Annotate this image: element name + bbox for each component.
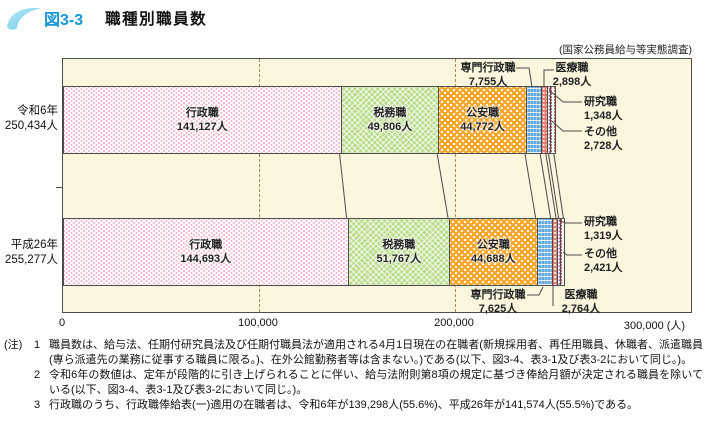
bar0-segment-gyoseishoku: 行政職 141,127人 <box>64 87 341 153</box>
x-tick-0: 0 <box>58 317 66 329</box>
note-number: 2 <box>34 369 41 381</box>
bar0-segment-zeimushoku: 税務職 49,806人 <box>340 87 439 153</box>
segment-value-label: 44,772人 <box>460 121 505 133</box>
bar1-segment-zeimushoku: 税務職 51,767人 <box>347 219 450 285</box>
note-number: 3 <box>34 399 41 411</box>
segment-connector-line <box>545 153 557 219</box>
callout-bar0-sonota: その他 2,728人 <box>584 125 656 153</box>
callout-bar0-kenkyushoku: 研究職 1,348人 <box>584 95 656 123</box>
x-tick-200000: 200,000 <box>434 317 474 329</box>
source-note: (国家公務員給与等実態調査) <box>559 44 692 56</box>
callout-leader-line <box>551 120 582 132</box>
callout-value-label: 2,898人 <box>552 76 592 88</box>
bar1-segment-gyoseishoku: 行政職 144,693人 <box>64 219 348 285</box>
callout-bar0-senmon-gyoseishoku: 専門行政職 7,755人 <box>452 61 524 89</box>
bar0-segment-iryoshoku <box>541 87 547 153</box>
callout-bar1-iryoshoku: 医療職 2,764人 <box>550 288 612 316</box>
footnotes: (注) 1 職員数は、給与法、任期付研究員法及び任期付職員法が適用される4月1日… <box>4 338 703 413</box>
note-number: 1 <box>34 339 41 351</box>
segment-connector-line <box>436 153 449 219</box>
bar1-segment-koanshoku: 公安職 44,688人 <box>449 219 537 285</box>
bar1-segment-kenkyushoku <box>557 219 560 285</box>
callout-name-label: その他 <box>584 248 617 260</box>
callout-value-label: 2,728人 <box>584 140 623 152</box>
bar0-segment-sonota <box>549 87 555 153</box>
segment-name-label: 公安職 <box>466 107 500 119</box>
segment-name-label: 行政職 <box>189 239 223 251</box>
callout-bar1-sonota: その他 2,421人 <box>584 247 656 275</box>
callout-value-label: 7,625人 <box>478 303 518 315</box>
y-label-reiwa6-total: 250,434人 <box>4 120 58 132</box>
x-tick-100000: 100,000 <box>238 317 278 329</box>
note-item: (注) 1 職員数は、給与法、任期付研究員法及び任期付職員法が適用される4月1日… <box>4 338 703 368</box>
note-text: 令和6年の数値は、定年が段階的に引き上げられることに伴い、給与法附則第8項の規定… <box>49 369 703 396</box>
x-axis-unit: (人) <box>666 320 686 332</box>
segment-connector-line <box>539 153 552 219</box>
gridline-100000 <box>259 59 260 312</box>
callout-name-label: 専門行政職 <box>470 289 526 301</box>
swoosh-icon <box>7 7 41 30</box>
bar0-segment-koanshoku: 公安職 44,772人 <box>438 87 526 153</box>
segment-name-label: 税務職 <box>373 107 407 119</box>
callout-name-label: 研究職 <box>584 216 617 228</box>
callout-bar1-senmon-gyoseishoku: 専門行政職 7,625人 <box>461 288 535 316</box>
callout-value-label: 7,755人 <box>468 76 508 88</box>
segment-connector-line <box>548 153 560 219</box>
gridline-200000 <box>455 59 456 312</box>
callout-name-label: その他 <box>584 126 617 138</box>
callout-bar1-kenkyushoku: 研究職 1,319人 <box>584 215 656 243</box>
callout-name-label: 医療職 <box>555 62 589 74</box>
callout-leader-line <box>562 251 582 256</box>
segment-name-label: 行政職 <box>185 107 219 119</box>
y-label-heisei26-total: 255,277人 <box>4 254 58 266</box>
bar0-segment-kenkyushoku <box>546 87 550 153</box>
segment-value-label: 144,693人 <box>180 253 232 265</box>
callout-name-label: 専門行政職 <box>460 62 516 74</box>
segment-name-label: 公安職 <box>476 239 510 251</box>
note-text: 行政職のうち、行政職俸給表(一)適用の在職者は、令和6年が139,298人(55… <box>49 399 639 411</box>
segment-value-label: 49,806人 <box>367 121 413 133</box>
callout-value-label: 1,348人 <box>584 110 623 122</box>
bar-reiwa6: 行政職 141,127人 税務職 49,806人 公安職 44,772人 <box>63 86 556 154</box>
y-label-reiwa6: 令和6年 250,434人 <box>0 104 58 134</box>
note-item: 3 行政職のうち、行政職俸給表(一)適用の在職者は、令和6年が139,298人(… <box>4 398 703 413</box>
bar0-segment-senmon-gyoseishoku <box>525 87 542 153</box>
bar1-segment-sonota <box>559 219 565 285</box>
segment-connector-line <box>339 153 348 219</box>
y-label-heisei26-era: 平成26年 <box>10 239 58 251</box>
figure-number: 図3-3 <box>44 12 84 29</box>
callout-bar0-iryoshoku: 医療職 2,898人 <box>540 61 604 89</box>
x-tick-300000-value: 300,000 <box>623 320 664 332</box>
note-marker: (注) <box>4 339 23 351</box>
note-text: 職員数は、給与法、任期付研究員法及び任期付職員法が適用される4月1日現在の在職者… <box>49 339 703 366</box>
bar1-segment-senmon-gyoseishoku <box>536 219 552 285</box>
bar1-segment-iryoshoku <box>551 219 557 285</box>
callout-value-label: 2,764人 <box>561 303 601 315</box>
segment-connector-line <box>553 153 564 219</box>
segment-value-label: 51,767人 <box>376 253 422 265</box>
segment-value-label: 44,688人 <box>471 253 516 265</box>
x-tick-300000: 300,000 (人) <box>602 317 707 333</box>
segment-name-label: 税務職 <box>382 239 416 251</box>
figure-title: 職種別職員数 <box>105 11 208 28</box>
bar-heisei26: 行政職 144,693人 税務職 51,767人 公安職 44,688人 <box>63 218 566 286</box>
note-item: 2 令和6年の数値は、定年が段階的に引き上げられることに伴い、給与法附則第8項の… <box>4 368 703 398</box>
y-label-reiwa6-era: 令和6年 <box>17 105 58 117</box>
callout-value-label: 2,421人 <box>584 262 623 274</box>
callout-name-label: 医療職 <box>564 289 598 301</box>
segment-value-label: 141,127人 <box>176 121 228 133</box>
callout-value-label: 1,319人 <box>584 230 623 242</box>
y-axis-mid-tick <box>56 187 62 188</box>
callout-name-label: 研究職 <box>584 96 617 108</box>
segment-connector-line <box>524 153 537 219</box>
y-label-heisei26: 平成26年 255,277人 <box>0 238 58 268</box>
figure-header: 図3-3 職種別職員数 <box>6 4 207 32</box>
